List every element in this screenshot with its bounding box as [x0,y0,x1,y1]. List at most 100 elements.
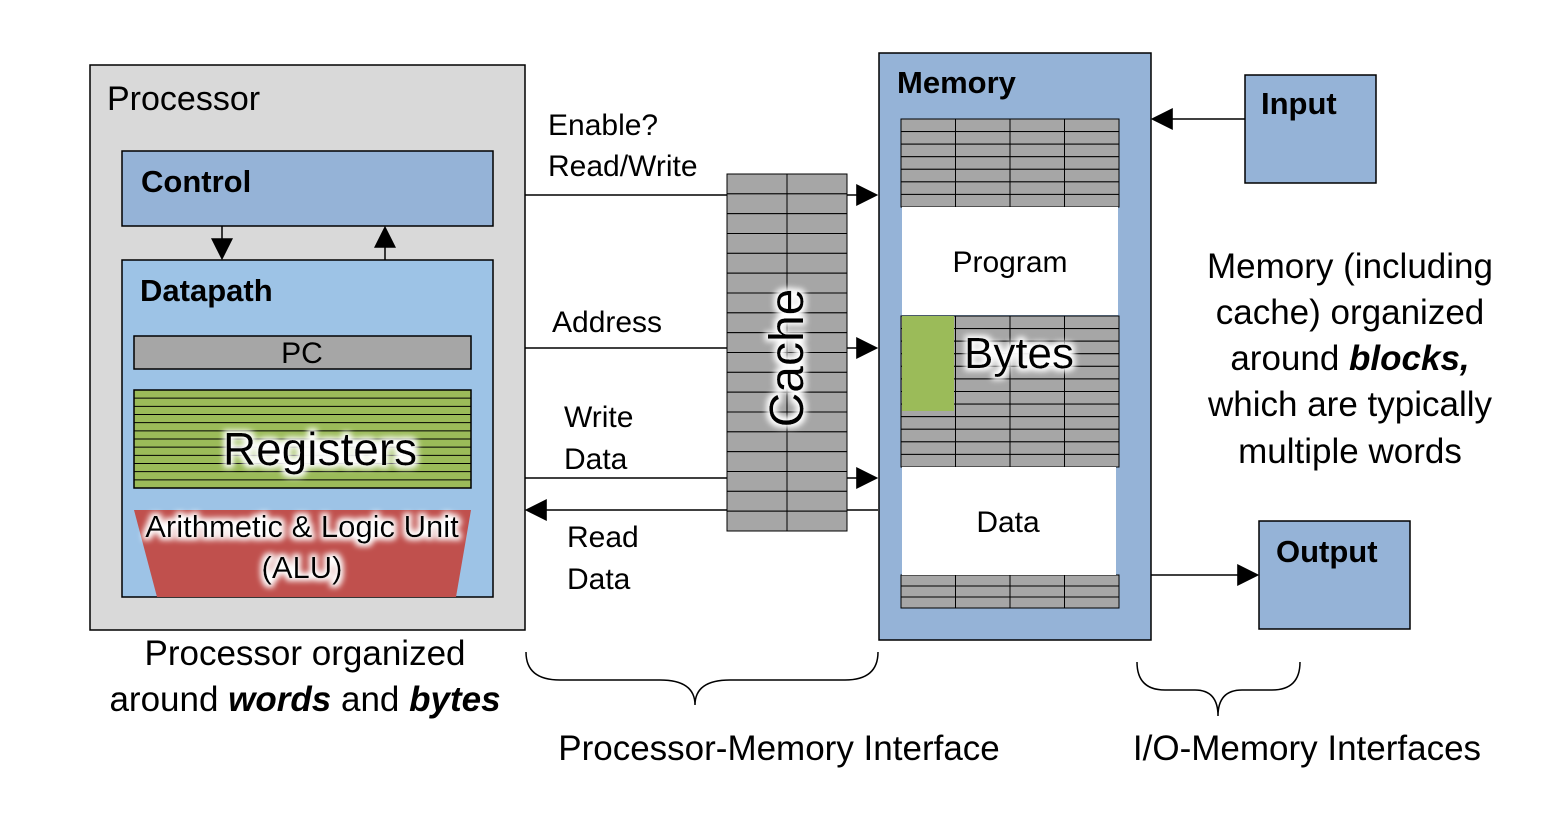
cache-cell [726,233,788,254]
memory-cell [1064,416,1120,430]
memory-cell [900,453,956,468]
registers-label: Registers [223,423,417,475]
memory-cell [900,193,956,208]
memory-cell [955,193,1011,208]
memory-cell [900,168,956,183]
output-label: Output [1276,534,1378,569]
memory-cell [1064,391,1120,405]
alu-label-line1: Arithmetic & Logic Unit [145,509,459,544]
memory-cell [1064,585,1120,598]
cache-block-grid [726,173,848,532]
program-label: Program [952,246,1067,279]
memory-cell [1009,181,1065,195]
memory-cell [1009,118,1065,133]
processor-title: Processor [107,80,260,118]
cache-cell [786,213,848,235]
memory-cell [1009,574,1065,587]
cache-cell [786,233,848,254]
cache-cell [726,510,788,532]
data-label: Data [976,506,1040,539]
input-label: Input [1261,86,1337,121]
memory-cell [1064,118,1120,133]
memory-cell [1064,181,1120,195]
words-emphasis: words [228,680,331,719]
memory-cell [1009,441,1065,455]
memory-cell [900,574,956,587]
blocks-emphasis: blocks, [1349,339,1470,378]
datapath-label: Datapath [140,273,273,308]
memory-cell [1064,168,1120,183]
processor-caption-line1: Processor organized [145,634,466,673]
memory-cell [955,428,1011,443]
memory-cell [1009,143,1065,158]
memory-cell [900,118,956,133]
memory-cell [1064,315,1120,330]
memory-title: Memory [897,65,1017,100]
registers-block [133,389,472,489]
memory-cell [1064,403,1120,418]
memory-cell [955,168,1011,183]
memory-cell [955,378,1011,392]
memory-cell [955,143,1011,158]
cache-cell [786,510,848,532]
cache-cell [726,213,788,235]
enable-label: Enable? [548,109,658,142]
memory-cell [955,156,1011,170]
memory-cell [900,585,956,598]
write-data-label-line1: Write [564,401,633,434]
cache-cell [726,252,788,274]
cache-cell [786,451,848,472]
pm-interface-label: Processor-Memory Interface [558,729,1000,768]
memory-cell [1009,156,1065,170]
memory-cell [900,416,956,430]
memory-cell [1009,403,1065,418]
memory-caption-line5: multiple words [1238,432,1462,471]
memory-cell [1064,428,1120,443]
processor-caption-line2: around words and bytes [109,680,500,719]
memory-cell [1009,428,1065,443]
bytes-highlight [902,316,954,411]
cache-cell [726,173,788,195]
memory-cell [955,416,1011,430]
register-lines [134,397,471,481]
memory-cell [900,441,956,455]
memory-cell [900,181,956,195]
memory-cell [955,118,1011,133]
memory-cell [900,596,956,609]
memory-cell [1064,156,1120,170]
bytes-emphasis: bytes [409,680,500,719]
memory-cell [955,585,1011,598]
cache-label: Cache [761,289,814,428]
cache-cell [726,193,788,215]
pc-label: PC [281,337,323,370]
memory-cell [1009,378,1065,392]
memory-cell [1064,193,1120,208]
memory-cell [1064,378,1120,392]
memory-cell [1009,193,1065,208]
cache-cell [726,490,788,512]
memory-cell [1009,596,1065,609]
memory-cell [1009,315,1065,330]
alu-label-line2: (ALU) [262,550,343,585]
memory-cell [1064,441,1120,455]
read-data-label-line2: Data [567,563,631,596]
cache-cell [726,451,788,472]
cache-cell [786,252,848,274]
pm-interface-brace [525,651,879,706]
memory-cell [955,574,1011,587]
cache-cell [786,193,848,215]
memory-cell [1009,168,1065,183]
control-label: Control [141,164,251,199]
memory-caption-line1: Memory (including [1207,247,1493,286]
memory-cell [1009,585,1065,598]
cache-cell [786,490,848,512]
memory-caption-line3: around blocks, [1230,339,1469,378]
data-region [902,467,1116,575]
memory-caption-line2: cache) organized [1216,293,1485,332]
cache-cell [786,471,848,492]
memory-cell [1064,453,1120,468]
memory-cell [955,315,1011,330]
io-interface-brace [1136,661,1301,717]
memory-cell [900,131,956,145]
